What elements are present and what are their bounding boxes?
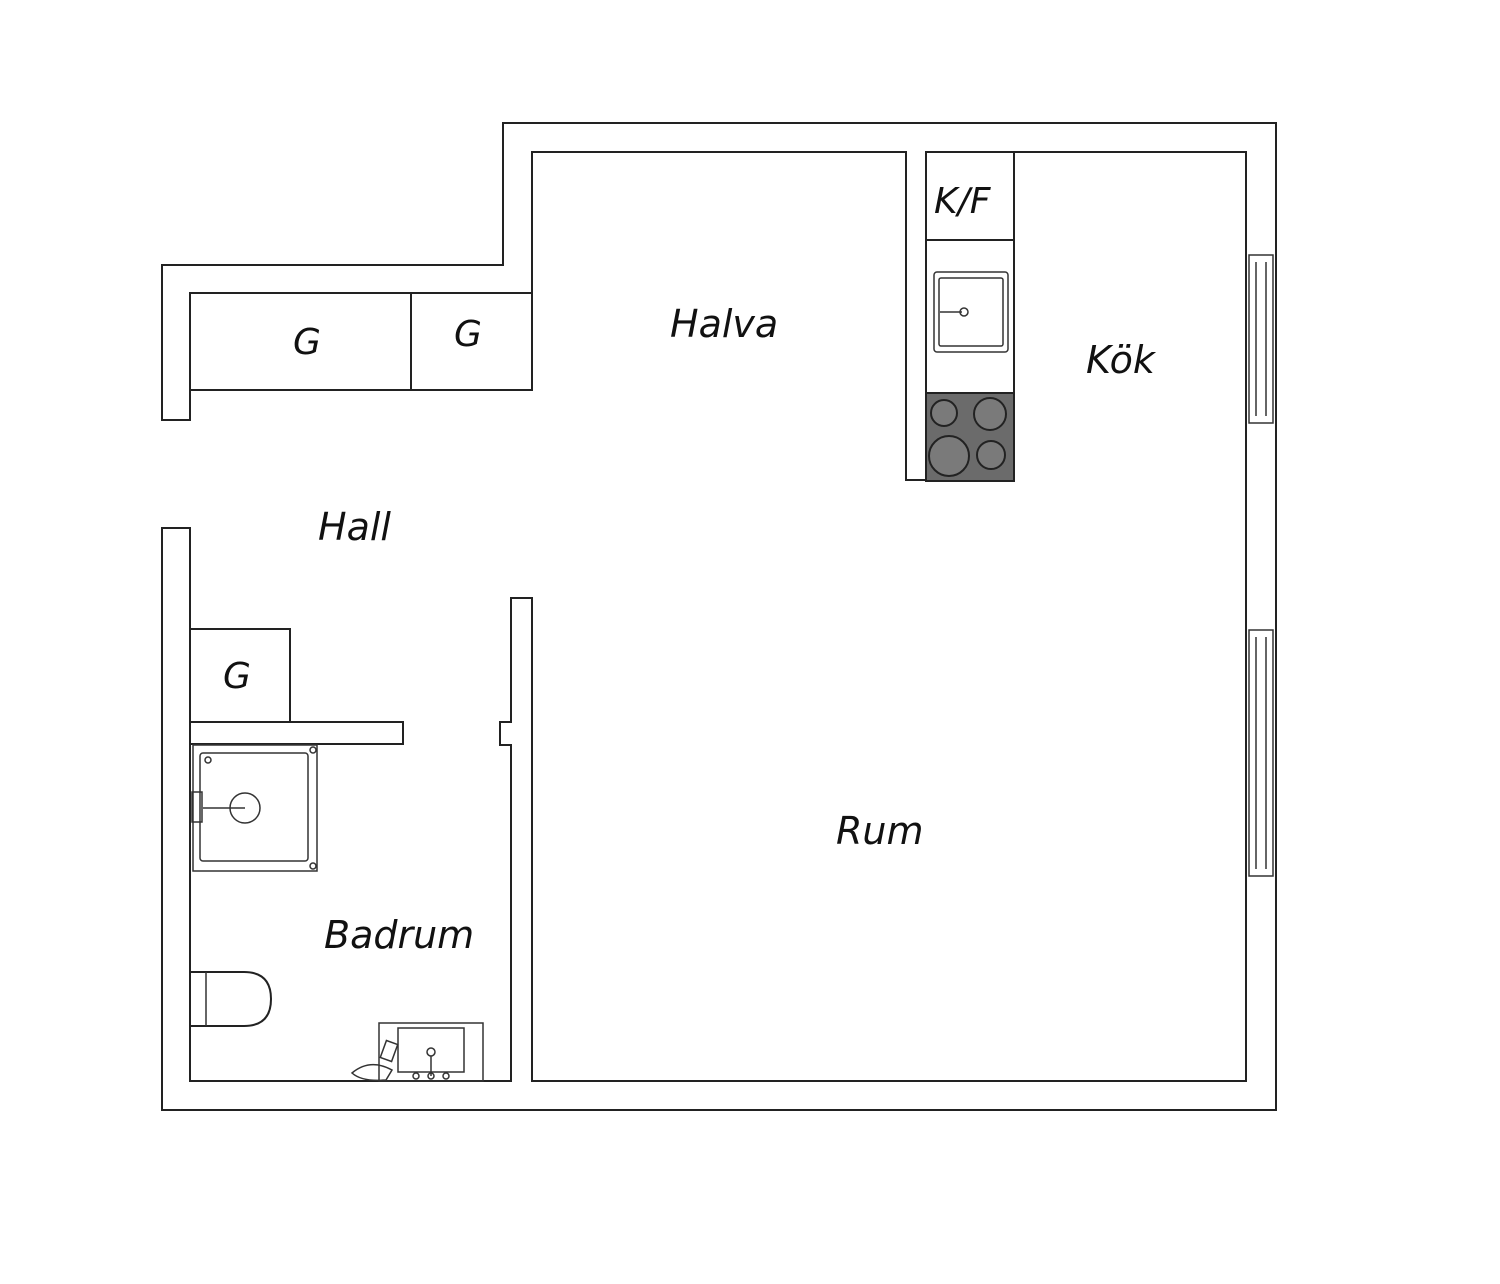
partition-shelf (189, 721, 404, 745)
wardrobe-2 (410, 292, 533, 391)
outer-wall (161, 122, 1277, 1111)
shower (191, 744, 318, 872)
kitchen-sink-outer (933, 271, 1009, 353)
burner-3 (928, 435, 970, 477)
room-label-halva: Halva (670, 302, 778, 346)
toilet (190, 971, 273, 1027)
bathroom-sink (350, 1022, 484, 1082)
burner-4 (976, 440, 1006, 470)
burner-2 (973, 397, 1007, 431)
kitchen-sink-inner (938, 277, 1004, 347)
burner-1 (930, 399, 958, 427)
fixture-label-kf: K/F (934, 181, 992, 222)
window-upper (1248, 254, 1274, 424)
wardrobe-label-2: G (454, 314, 482, 355)
wardrobe-row-top (189, 292, 533, 391)
kitchen-counter (925, 151, 1015, 482)
room-label-rum: Rum (836, 809, 924, 853)
room-label-badrum: Badrum (324, 913, 474, 957)
wardrobe-label-3: G (223, 656, 251, 697)
wardrobe-label-1: G (293, 322, 321, 363)
window-lower (1248, 629, 1274, 877)
room-label-kok: Kök (1086, 338, 1157, 382)
room-label-hall: Hall (318, 505, 391, 549)
